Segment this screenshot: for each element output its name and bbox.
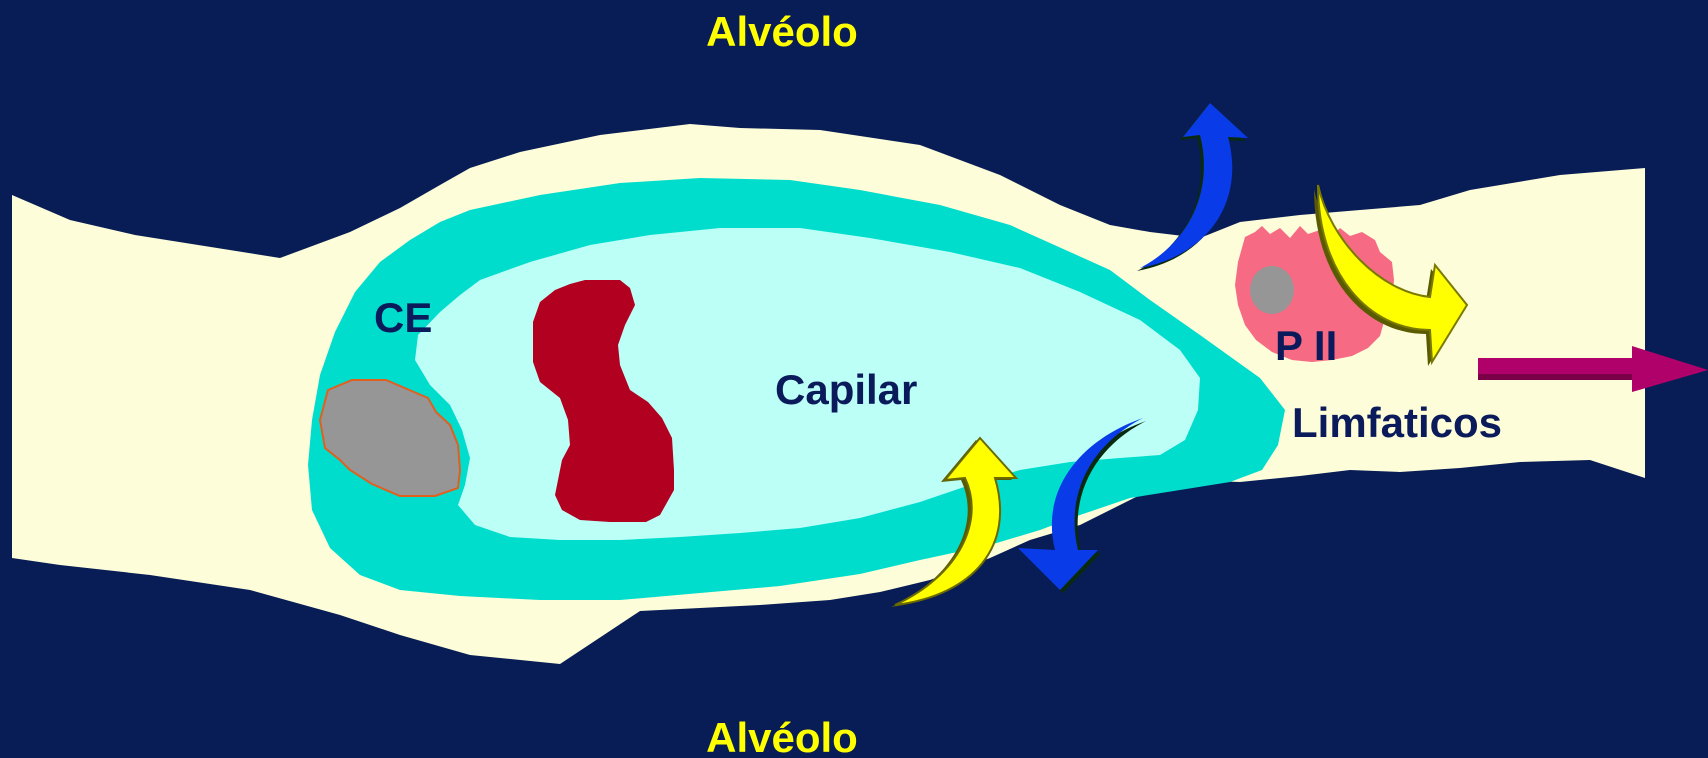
alveolo-top-label: Alvéolo — [706, 8, 858, 55]
pneumocyte-nucleus — [1250, 266, 1294, 314]
ce-label: CE — [374, 294, 432, 341]
alveolo-bottom-label: Alvéolo — [706, 714, 858, 758]
capilar-label: Capilar — [775, 366, 917, 413]
p-ii-label: P II — [1275, 322, 1337, 369]
limfaticos-label: Limfaticos — [1292, 399, 1502, 446]
